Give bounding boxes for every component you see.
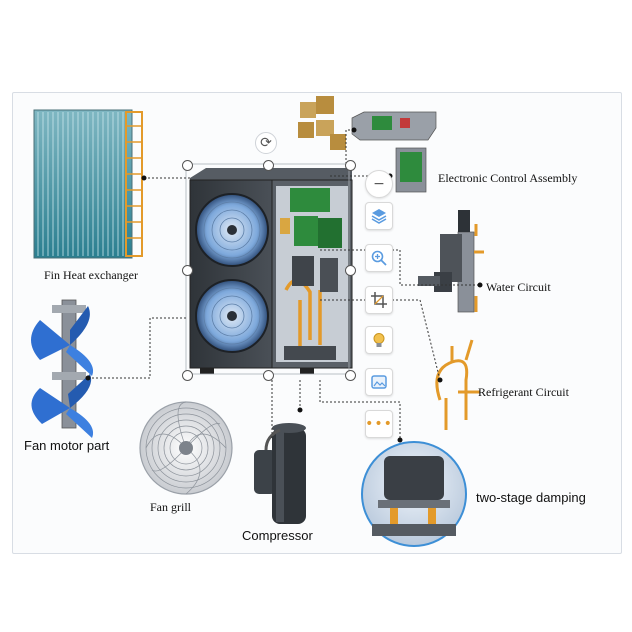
- layers-icon: [371, 209, 387, 224]
- label-two-stage-damping: two-stage damping: [476, 490, 586, 505]
- label-fin-heat-exchanger: Fin Heat exchanger: [44, 268, 138, 282]
- resize-handle-tr[interactable]: [345, 160, 356, 171]
- label-water-circuit: Water Circuit: [486, 280, 551, 294]
- more-button[interactable]: •••: [365, 410, 393, 438]
- resize-handle-tm[interactable]: [263, 160, 274, 171]
- label-compressor: Compressor: [242, 528, 313, 543]
- label-electronic-control: Electronic Control Assembly: [438, 171, 578, 185]
- minus-icon: −: [373, 176, 385, 192]
- refrigerant-circuit-image: [435, 339, 480, 430]
- electronic-control-image: [298, 96, 437, 193]
- resize-handle-bl[interactable]: [182, 370, 193, 381]
- resize-handle-mr[interactable]: [345, 265, 356, 276]
- lightbulb-icon: [373, 333, 385, 347]
- zoom-in-icon: [371, 250, 387, 266]
- image-icon: [371, 375, 387, 389]
- heat-pump-unit: [189, 168, 353, 374]
- label-refrigerant-circuit: Refrigerant Circuit: [478, 385, 569, 399]
- more-icon: •••: [365, 416, 393, 432]
- resize-handle-br[interactable]: [345, 370, 356, 381]
- fin-heat-exchanger-image: [33, 109, 143, 259]
- idea-button[interactable]: [365, 326, 393, 354]
- zoom-out-button[interactable]: −: [365, 170, 393, 198]
- water-circuit-image: [418, 210, 484, 313]
- rotate-icon: ⟳: [260, 135, 272, 151]
- two-stage-damping-image: [361, 441, 467, 547]
- layers-button[interactable]: [365, 202, 393, 230]
- label-fan-motor-part: Fan motor part: [24, 438, 110, 453]
- crop-icon: [371, 292, 387, 308]
- image-button[interactable]: [365, 368, 393, 396]
- zoom-in-button[interactable]: [365, 244, 393, 272]
- rotate-handle[interactable]: ⟳: [255, 132, 277, 154]
- compressor-image: [254, 423, 306, 524]
- resize-handle-tl[interactable]: [182, 160, 193, 171]
- fan-grill-image: [139, 401, 233, 495]
- fan-motor-image: [31, 299, 94, 438]
- resize-handle-bm[interactable]: [263, 370, 274, 381]
- label-fan-grill: Fan grill: [150, 500, 191, 514]
- resize-handle-ml[interactable]: [182, 265, 193, 276]
- crop-button[interactable]: [365, 286, 393, 314]
